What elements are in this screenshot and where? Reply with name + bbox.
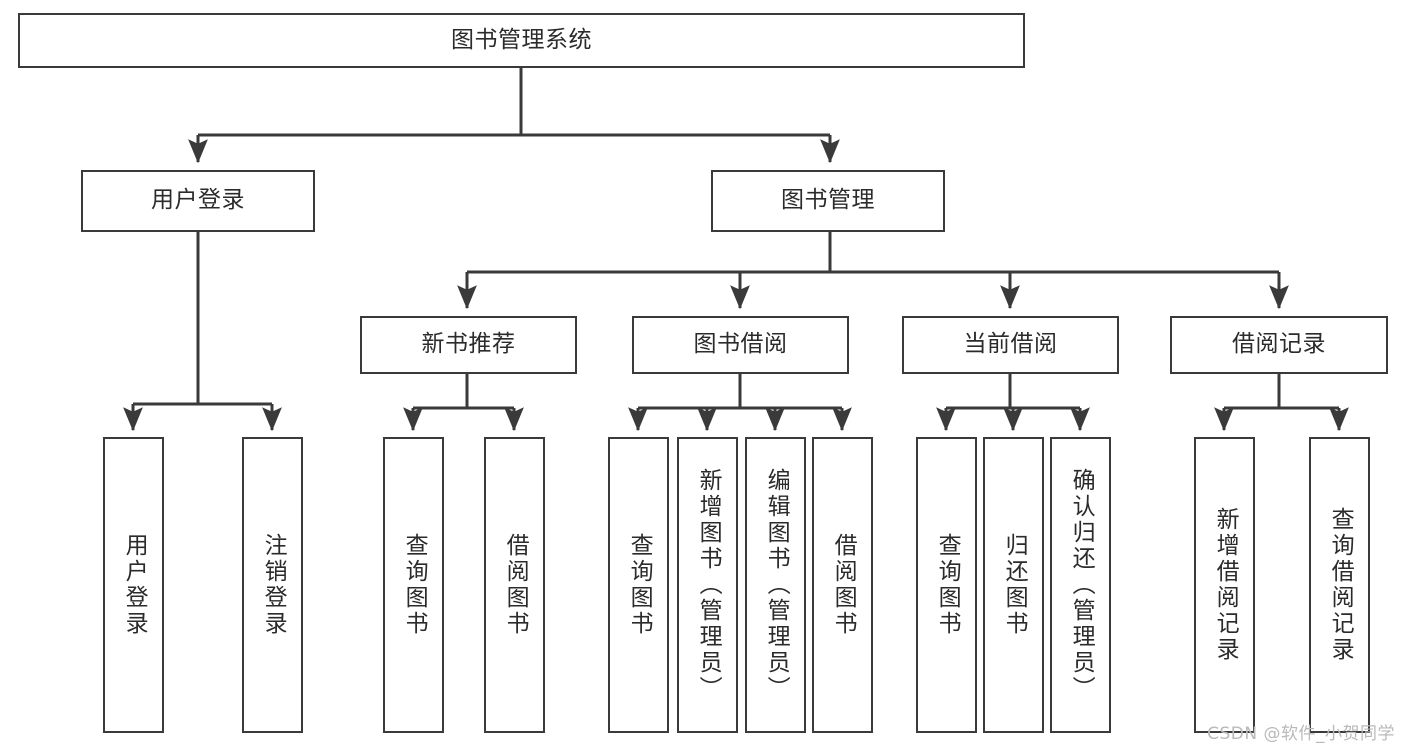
leaf-current-borrow-confirm-return-admin[interactable]: 确认归还（管理员） <box>1050 437 1111 733</box>
node-current-borrow[interactable]: 当前借阅 <box>902 316 1119 374</box>
node-label: 图书管理系统 <box>451 26 592 53</box>
node-label: 图书借阅 <box>693 331 788 358</box>
node-label: 查询借阅记录 <box>1327 507 1354 663</box>
node-new-book-recommend[interactable]: 新书推荐 <box>360 316 577 374</box>
node-label: 查询图书 <box>626 533 653 637</box>
node-label: 编辑图书（管理员） <box>763 468 790 702</box>
leaf-book-borrow-add-book-admin[interactable]: 新增图书（管理员） <box>677 437 738 733</box>
leaf-new-book-borrow-book[interactable]: 借阅图书 <box>484 437 545 733</box>
node-label: 借阅图书 <box>502 533 529 637</box>
node-book-management[interactable]: 图书管理 <box>711 170 945 232</box>
node-label: 借阅图书 <box>830 533 857 637</box>
node-label: 新增借阅记录 <box>1212 507 1239 663</box>
leaf-user-login-logout[interactable]: 注销登录 <box>242 437 303 733</box>
node-label: 图书管理 <box>781 187 875 214</box>
node-label: 查询图书 <box>934 533 961 637</box>
leaf-borrow-record-query-record[interactable]: 查询借阅记录 <box>1309 437 1370 733</box>
leaf-current-borrow-query-book[interactable]: 查询图书 <box>916 437 977 733</box>
leaf-borrow-record-add-record[interactable]: 新增借阅记录 <box>1194 437 1255 733</box>
node-label: 确认归还（管理员） <box>1068 468 1095 702</box>
leaf-book-borrow-borrow-book[interactable]: 借阅图书 <box>812 437 873 733</box>
leaf-book-borrow-query-book[interactable]: 查询图书 <box>608 437 669 733</box>
leaf-current-borrow-return-book[interactable]: 归还图书 <box>983 437 1044 733</box>
node-label: 新书推荐 <box>421 331 516 358</box>
node-label: 注销登录 <box>260 533 287 637</box>
node-label: 查询图书 <box>401 533 428 637</box>
node-book-borrow[interactable]: 图书借阅 <box>632 316 849 374</box>
node-label: 用户登录 <box>121 533 148 637</box>
node-label: 当前借阅 <box>963 331 1058 358</box>
node-label: 用户登录 <box>151 187 245 214</box>
leaf-user-login-do-login[interactable]: 用户登录 <box>103 437 164 733</box>
node-user-login[interactable]: 用户登录 <box>81 170 315 232</box>
node-borrow-record[interactable]: 借阅记录 <box>1170 316 1388 374</box>
node-root-book-management-system[interactable]: 图书管理系统 <box>18 13 1025 68</box>
node-label: 借阅记录 <box>1232 331 1326 358</box>
leaf-new-book-query-book[interactable]: 查询图书 <box>383 437 444 733</box>
node-label: 新增图书（管理员） <box>695 468 722 702</box>
leaf-book-borrow-edit-book-admin[interactable]: 编辑图书（管理员） <box>745 437 806 733</box>
node-label: 归还图书 <box>1001 533 1028 637</box>
